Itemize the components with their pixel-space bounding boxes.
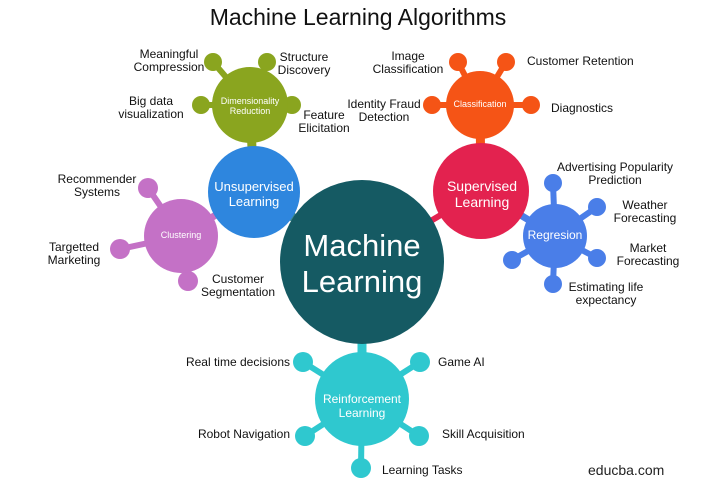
leaf-line: Customer Retention (527, 54, 634, 68)
node-dimensionality-reduction (212, 67, 288, 143)
supervised-line1: Supervised (446, 178, 518, 194)
leaf-line: Identity Fraud (347, 97, 421, 111)
leaf-line: Feature (303, 108, 345, 122)
clustering-node-label: Clustering (160, 230, 202, 240)
leaf-knob-meaningful-compression (204, 53, 222, 71)
leaf-skill-acquisition: Skill Acquisition (442, 427, 525, 441)
leaf-customer-retention: Customer Retention (527, 55, 634, 68)
leaf-big-data-visualization: Big data visualization (110, 95, 192, 121)
leaf-knob-estimating-life-expectancy (544, 275, 562, 293)
leaf-knob-customer-retention (497, 53, 515, 71)
unsupervised-line2: Learning (228, 193, 280, 209)
center-node-label: Machine Learning (282, 228, 442, 299)
leaf-knob-big-data-visualization (192, 96, 210, 114)
leaf-line: Discovery (277, 63, 331, 77)
reinforcement-line2: Learning (338, 405, 386, 420)
leaf-line: expectancy (575, 293, 637, 307)
leaf-line: Targetted (48, 240, 100, 254)
leaf-line: Image (391, 49, 425, 63)
leaf-targetted-marketing: Targetted Marketing (44, 241, 104, 267)
supervised-line2: Learning (454, 194, 510, 211)
leaf-feature-elicitation: Feature Elicitation (294, 109, 354, 135)
leaf-line: Customer (211, 272, 264, 286)
unsupervised-line1: Unsupervised (214, 179, 294, 194)
leaf-knob-skill-acquisition (409, 426, 429, 446)
supervised-node-label: Supervised Learning (428, 178, 536, 210)
leaf-line: visualization (118, 107, 184, 121)
leaf-line: Segmentation (200, 285, 276, 299)
leaf-line: Forecasting (613, 211, 677, 225)
leaf-knob-structure-discovery (258, 53, 276, 71)
leaf-meaningful-compression: Meaningful Compression (124, 48, 214, 74)
leaf-line: Structure (279, 50, 329, 64)
leaf-customer-segmentation: Customer Segmentation (198, 273, 278, 299)
leaf-knob-game-ai (410, 352, 430, 372)
dimensionality-line2: Reduction (229, 106, 271, 117)
leaf-estimating-life-expectancy: Estimating life expectancy (562, 281, 650, 307)
leaf-weather-forecasting: Weather Forecasting (605, 199, 685, 225)
leaf-line: Prediction (588, 173, 642, 187)
center-line1: Machine (303, 228, 421, 263)
leaf-real-time-decisions: Real time decisions (185, 355, 290, 369)
classification-node-label: Classification (453, 99, 507, 109)
leaf-line: Recommender (57, 172, 137, 186)
leaf-line: Systems (73, 185, 120, 199)
brand-watermark: educba.com (588, 462, 665, 478)
leaf-identity-fraud-detection: Identity Fraud Detection (342, 98, 426, 124)
leaf-line: Advertising Popularity (556, 160, 674, 174)
leaf-knob-recommender-systems (138, 178, 158, 198)
dimensionality-node-label: Dimensionality Reduction (205, 96, 295, 117)
page-title: Machine Learning Algorithms (209, 4, 507, 30)
reinforcement-node-label: Reinforcement Learning (308, 392, 416, 421)
leaf-recommender-systems: Recommender Systems (54, 173, 140, 199)
reinforcement-line1: Reinforcement (322, 392, 402, 406)
leaf-line: Detection (358, 110, 410, 124)
leaf-learning-tasks: Learning Tasks (382, 463, 463, 477)
leaf-knob-real-time-decisions (293, 352, 313, 372)
leaf-knob-market-forecasting (588, 249, 606, 267)
leaf-line: Classification (372, 62, 444, 76)
leaf-market-forecasting: Market Forecasting (612, 242, 684, 268)
leaf-structure-discovery: Structure Discovery (274, 51, 334, 77)
unsupervised-node-label: Unsupervised Learning (200, 179, 308, 210)
leaf-robot-navigation: Robot Navigation (197, 427, 290, 441)
leaf-line: Marketing (47, 253, 101, 267)
leaf-line: Estimating life (568, 280, 644, 294)
leaf-line: Meaningful (139, 47, 199, 61)
leaf-line: Elicitation (298, 121, 350, 135)
node-machine-learning (280, 180, 444, 344)
node-classification (446, 71, 514, 139)
node-supervised-learning (433, 143, 529, 239)
leaf-game-ai: Game AI (438, 355, 485, 369)
dimensionality-line1: Dimensionality (220, 96, 280, 106)
leaf-knob-customer-segmentation (178, 271, 198, 291)
leaf-line: Diagnostics (551, 101, 614, 115)
leaf-knob-diagnostics (522, 96, 540, 114)
leaf-advertising-popularity-prediction: Advertising Popularity Prediction (555, 161, 675, 187)
leaf-knob-identity-fraud-detection (423, 96, 441, 114)
center-line2: Learning (301, 263, 423, 299)
leaf-line: Big data (128, 94, 174, 108)
leaf-knob-unlabeled (503, 251, 521, 269)
leaf-line: Forecasting (616, 254, 680, 268)
node-reinforcement-learning (315, 352, 409, 446)
leaf-diagnostics: Diagnostics (551, 102, 613, 115)
leaf-image-classification: Image Classification (366, 50, 450, 76)
leaf-line: Compression (133, 60, 205, 74)
leaf-knob-robot-navigation (295, 426, 315, 446)
leaf-knob-targetted-marketing (110, 239, 130, 259)
leaf-knob-image-classification (449, 53, 467, 71)
leaf-line: Weather (622, 198, 668, 212)
leaf-knob-advertising-popularity (544, 174, 562, 192)
leaf-line: Market (629, 241, 667, 255)
leaf-knob-learning-tasks (351, 458, 371, 478)
node-unsupervised-learning (208, 146, 300, 238)
node-regression (523, 204, 587, 268)
node-clustering (144, 199, 218, 273)
regression-node-label: Regresion (527, 228, 583, 242)
leaf-knob-weather-forecasting (588, 198, 606, 216)
